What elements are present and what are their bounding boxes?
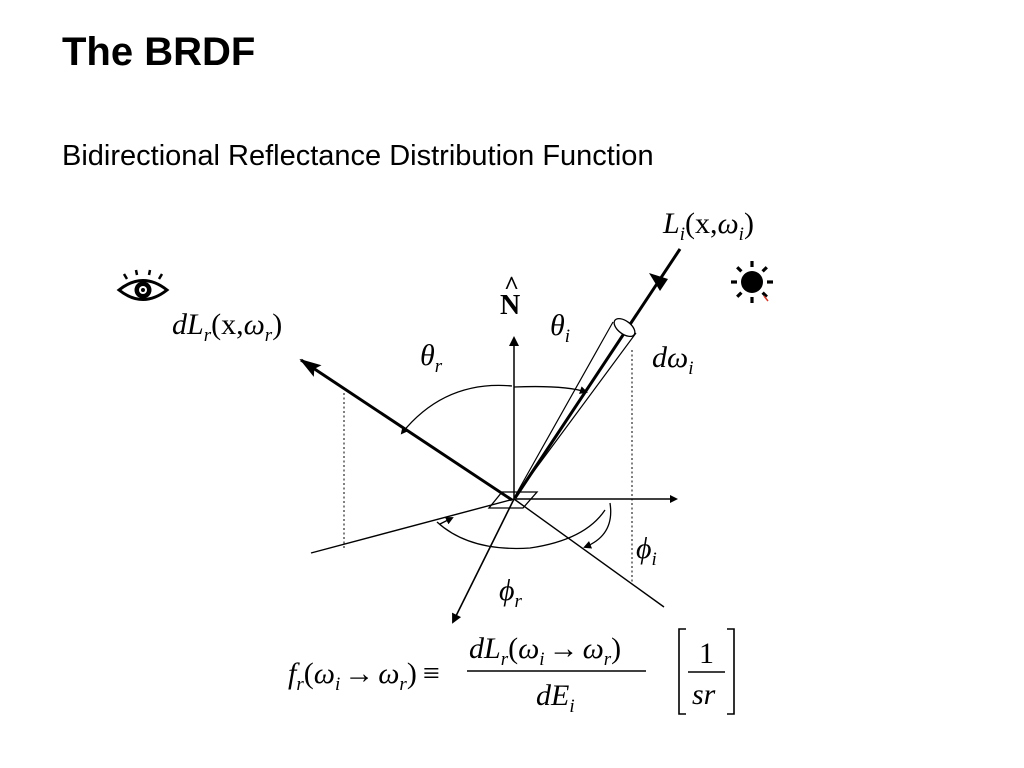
solid-angle-cone-left	[513, 321, 614, 499]
reflected-radiance-label: dLr(x,ωr)	[172, 308, 282, 346]
units-numerator: 1	[699, 637, 714, 670]
solid-angle-label: dωi	[652, 341, 693, 379]
slide-title: The BRDF	[62, 30, 256, 74]
eye-icon	[116, 269, 170, 301]
phi-r-arc-arrow-left	[439, 517, 454, 525]
units-denominator: sr	[692, 678, 716, 711]
theta-r-arc	[400, 384, 513, 435]
surface-patch	[487, 491, 539, 509]
equation-lhs: fr(ωi→ωr)≡	[288, 657, 440, 695]
theta-r-label: θr	[420, 339, 443, 377]
phi-i-label: ϕi	[636, 532, 657, 570]
phi-i-arc	[583, 502, 612, 549]
equation-numerator: dLr(ωi→ωr)	[469, 632, 621, 670]
solid-angle-cone-cap	[613, 317, 636, 338]
phi-r-label: ϕr	[499, 574, 523, 612]
solid-angle-cone-right	[513, 332, 637, 499]
units-bracket-left	[678, 628, 686, 715]
slide-subtitle: Bidirectional Reflectance Distribution F…	[62, 140, 654, 172]
reflected-ray	[299, 358, 513, 502]
theta-i-arc	[513, 385, 588, 394]
units-bracket-right	[727, 628, 735, 715]
normal-hat: ^	[504, 271, 519, 300]
incident-ray	[513, 248, 682, 499]
plane-axis-front-left	[452, 498, 515, 624]
normal-label: N	[500, 290, 520, 321]
brdf-equation: fr(ωi→ωr)≡ dLr(ωi→ωr) dEi 1 sr	[288, 628, 735, 717]
incident-radiance-label: Li(x,ωi)	[662, 207, 754, 245]
equation-denominator: dEi	[536, 679, 575, 717]
plane-axis-back-left	[310, 498, 515, 554]
phi-r-arc	[436, 509, 606, 550]
sun-icon	[731, 261, 773, 303]
plane-axis-front-right	[513, 498, 665, 608]
incident-ray-arrowhead	[649, 273, 668, 291]
theta-i-label: θi	[550, 309, 570, 347]
